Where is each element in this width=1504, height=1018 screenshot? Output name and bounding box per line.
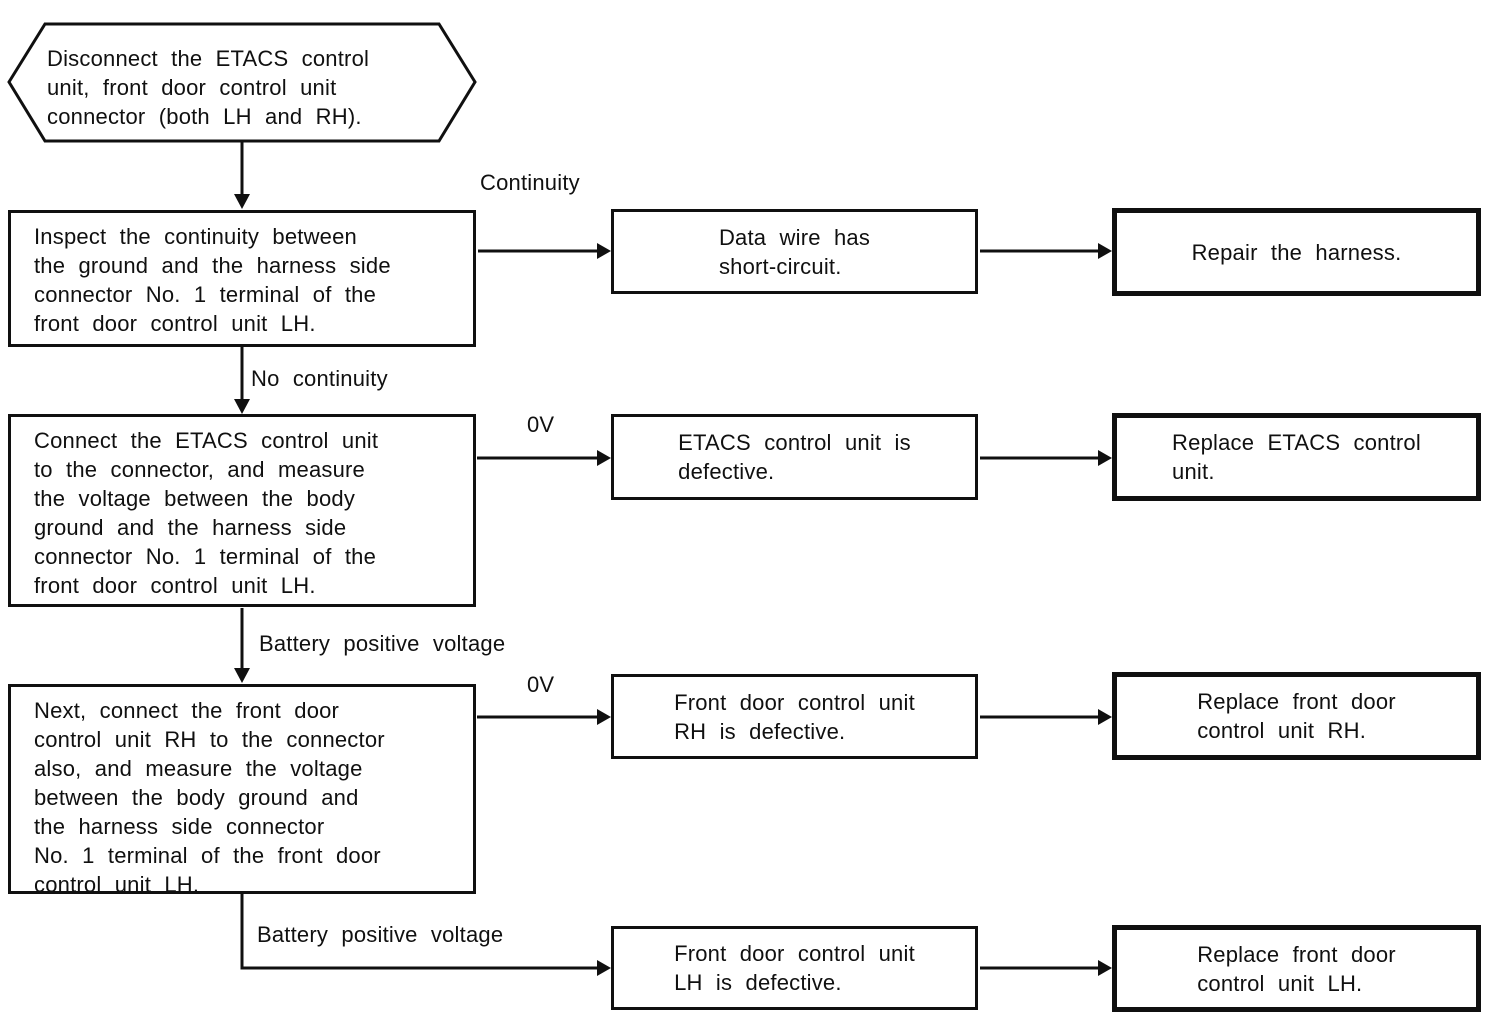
step-box-inspect-continuity: Inspect the continuity between the groun… [8, 210, 476, 347]
action-box-repair-harness: Repair the harness. [1112, 208, 1481, 296]
result-box-etacs-defective: ETACS control unit is defective. [611, 414, 978, 500]
result-box-front-door-rh-defective: Front door control unit RH is defective. [611, 674, 978, 759]
arrow-step1-to-step2 [234, 347, 250, 414]
arrow-step2-to-result2 [477, 450, 611, 466]
action-box-replace-front-door-rh: Replace front door control unit RH. [1112, 672, 1481, 760]
result-box-text: Front door control unit RH is defective. [674, 689, 915, 744]
arrow-step3-to-result3 [477, 709, 611, 725]
action-box-replace-front-door-lh: Replace front door control unit LH. [1112, 925, 1481, 1012]
start-node-text: Disconnect the ETACS control unit, front… [47, 46, 370, 129]
step-box-text: Connect the ETACS control unit to the co… [34, 428, 379, 598]
arrow-result1-to-action1 [980, 243, 1112, 259]
start-node: Disconnect the ETACS control unit, front… [7, 22, 477, 143]
action-box-text: Replace front door control unit LH. [1197, 941, 1396, 996]
edge-label-continuity: Continuity [480, 170, 580, 195]
action-box-text: Replace ETACS control unit. [1172, 430, 1421, 484]
arrow-start-to-step1 [234, 142, 250, 209]
action-box-text: Replace front door control unit RH. [1197, 689, 1396, 743]
action-box-text: Repair the harness. [1191, 239, 1402, 265]
arrow-result2-to-action2 [980, 450, 1112, 466]
step-box-text: Inspect the continuity between the groun… [34, 224, 391, 336]
arrow-result4-to-action4 [980, 960, 1112, 976]
result-box-text: Data wire has short-circuit. [718, 224, 871, 279]
edge-label-0v-bottom: 0V [527, 672, 555, 697]
hexagon-outline [7, 22, 477, 143]
edge-label-0v-top: 0V [527, 412, 555, 437]
result-box-data-wire-short: Data wire has short-circuit. [611, 209, 978, 294]
result-box-text: ETACS control unit is defective. [678, 430, 911, 484]
action-box-replace-etacs: Replace ETACS control unit. [1112, 413, 1481, 501]
result-box-front-door-lh-defective: Front door control unit LH is defective. [611, 926, 978, 1010]
step-box-connect-etacs: Connect the ETACS control unit to the co… [8, 414, 476, 607]
arrow-step1-to-result1 [478, 243, 611, 259]
result-box-text: Front door control unit LH is defective. [674, 941, 915, 995]
edge-label-battery-positive-voltage-bottom: Battery positive voltage [257, 922, 504, 947]
arrow-step2-to-step3 [234, 608, 250, 683]
edge-label-battery-positive-voltage-top: Battery positive voltage [259, 631, 506, 656]
arrow-result3-to-action3 [980, 709, 1112, 725]
edge-label-no-continuity: No continuity [251, 366, 388, 391]
step-box-connect-front-door-rh: Next, connect the front door control uni… [8, 684, 476, 897]
step-box-text: Next, connect the front door control uni… [34, 698, 385, 897]
